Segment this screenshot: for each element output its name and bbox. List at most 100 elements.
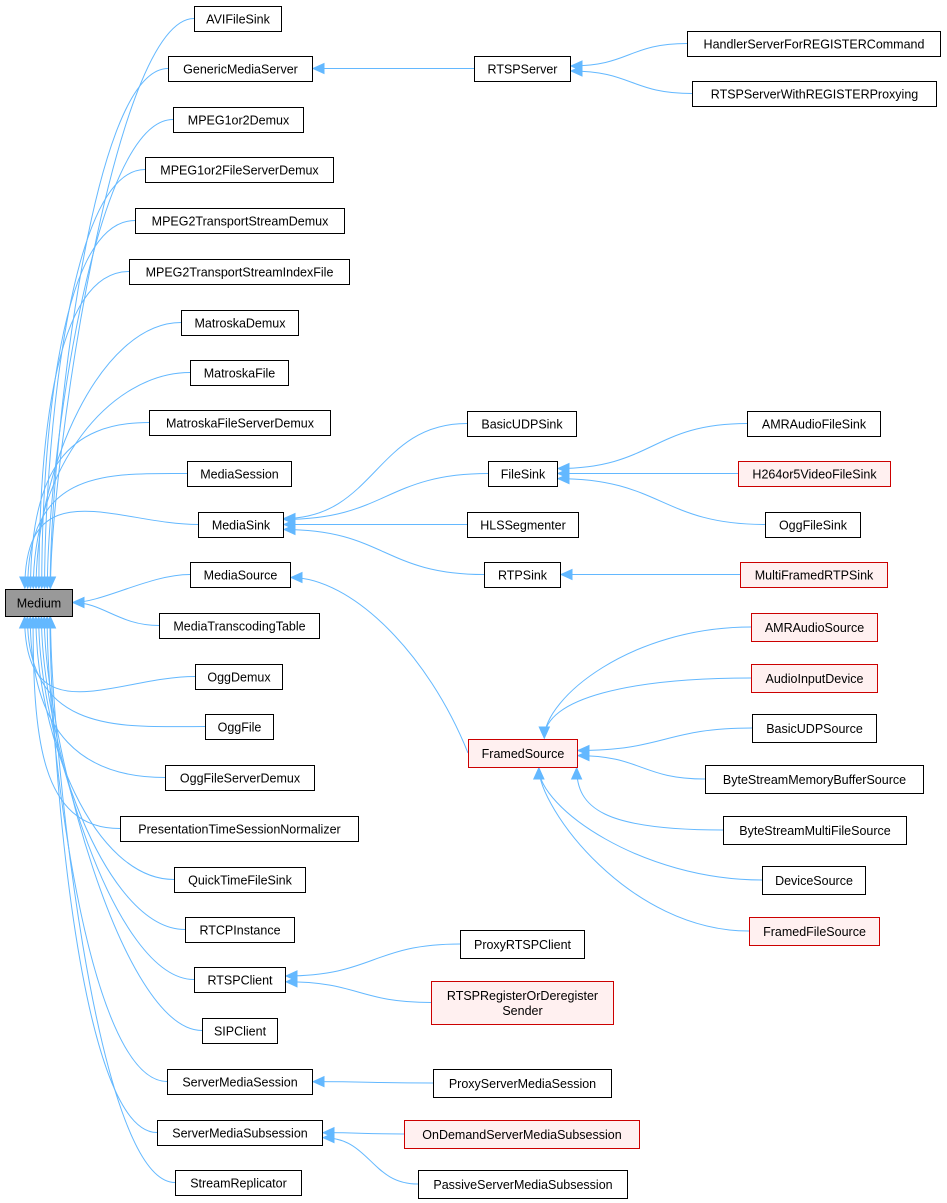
class-node-basic-udp-sink[interactable]: BasicUDPSink — [467, 411, 577, 437]
class-node-stream-replicator[interactable]: StreamReplicator — [175, 1170, 302, 1196]
class-node-avi-file-sink[interactable]: AVIFileSink — [194, 6, 282, 32]
edge-medium-to-matroska-file — [32, 372, 191, 589]
class-node-file-sink[interactable]: FileSink — [488, 461, 558, 487]
class-node-media-session[interactable]: MediaSession — [187, 461, 292, 487]
arrowhead-ogg-file-sink — [556, 472, 570, 485]
edge-framed-source-to-byte-stream-multi-file-source — [576, 767, 724, 831]
class-node-framed-source[interactable]: FramedSource — [468, 739, 578, 768]
arrowhead-audio-input-device — [538, 726, 551, 740]
class-label: MediaSource — [204, 569, 278, 583]
class-node-h264or5-video-file-sink[interactable]: H264or5VideoFileSink — [738, 461, 891, 487]
class-node-hls-segmenter[interactable]: HLSSegmenter — [467, 512, 579, 538]
arrowhead-multi-framed-rtp-sink — [559, 568, 573, 581]
class-label: RTCPInstance — [199, 924, 280, 938]
class-node-matroska-file-server-demux[interactable]: MatroskaFileServerDemux — [149, 410, 331, 436]
class-label: MediaSink — [212, 519, 271, 533]
class-label: RTSPRegisterOrDeregister — [447, 989, 598, 1003]
class-node-quick-time-file-sink[interactable]: QuickTimeFileSink — [174, 867, 306, 893]
class-box — [202, 1018, 278, 1044]
class-node-on-demand-server-media-subsession[interactable]: OnDemandServerMediaSubsession — [404, 1120, 640, 1149]
edge-medium-to-media-sink — [24, 510, 199, 589]
edge-medium-to-matroska-demux — [35, 322, 182, 589]
class-label: ByteStreamMemoryBufferSource — [723, 773, 906, 787]
edge-medium-to-quick-time-file-sink — [35, 616, 175, 880]
class-label: OggFile — [218, 721, 262, 735]
class-label: MatroskaFile — [204, 367, 276, 381]
class-node-medium[interactable]: Medium — [5, 589, 73, 617]
class-label: PassiveServerMediaSubsession — [433, 1178, 612, 1192]
class-node-proxy-server-media-session[interactable]: ProxyServerMediaSession — [433, 1069, 612, 1098]
edge-framed-source-to-device-source — [538, 767, 763, 881]
class-label: OggFileSink — [779, 519, 848, 533]
edge-medium-to-rtsp-client — [40, 616, 195, 980]
edge-framed-source-to-amr-audio-source — [543, 626, 752, 739]
class-node-media-sink[interactable]: MediaSink — [198, 512, 284, 538]
class-label: MPEG2TransportStreamIndexFile — [146, 266, 334, 280]
class-node-rtcp-instance[interactable]: RTCPInstance — [185, 917, 295, 943]
edge-medium-to-ogg-file-server-demux — [29, 616, 166, 778]
class-node-presentation-time-session-normalizer[interactable]: PresentationTimeSessionNormalizer — [120, 816, 359, 842]
class-node-rtsp-server-with-register-proxying[interactable]: RTSPServerWithREGISTERProxying — [692, 81, 937, 107]
class-box — [474, 56, 571, 82]
class-box — [431, 981, 614, 1025]
edge-rtsp-server-to-rtsp-server-with-register-proxying — [570, 70, 693, 94]
class-node-mpeg2-transport-stream-demux[interactable]: MPEG2TransportStreamDemux — [135, 208, 345, 234]
class-node-sip-client[interactable]: SIPClient — [202, 1018, 278, 1044]
class-node-rtsp-client[interactable]: RTSPClient — [194, 967, 286, 993]
class-label: RTSPClient — [207, 974, 273, 988]
class-box — [687, 31, 941, 57]
class-node-ogg-file[interactable]: OggFile — [205, 714, 274, 740]
class-node-audio-input-device[interactable]: AudioInputDevice — [751, 664, 878, 693]
edge-rtsp-server-to-handler-server-for-register-command — [570, 43, 688, 67]
class-node-device-source[interactable]: DeviceSource — [762, 866, 866, 895]
class-box — [468, 739, 578, 768]
class-node-amr-audio-file-sink[interactable]: AMRAudioFileSink — [747, 411, 881, 437]
arrowhead-rtsp-register-or-deregister-sender — [284, 976, 298, 988]
class-node-ogg-file-server-demux[interactable]: OggFileServerDemux — [165, 765, 315, 791]
class-node-matroska-file[interactable]: MatroskaFile — [190, 360, 289, 386]
class-node-media-source[interactable]: MediaSource — [190, 562, 291, 588]
class-box — [135, 208, 345, 234]
class-box — [692, 81, 937, 107]
class-node-server-media-subsession[interactable]: ServerMediaSubsession — [157, 1120, 323, 1146]
edge-medium-to-stream-replicator — [50, 616, 176, 1183]
class-node-matroska-demux[interactable]: MatroskaDemux — [181, 310, 299, 336]
class-node-server-media-session[interactable]: ServerMediaSession — [167, 1069, 313, 1095]
class-box — [194, 6, 282, 32]
class-node-mpeg2-transport-stream-index-file[interactable]: MPEG2TransportStreamIndexFile — [129, 259, 350, 285]
class-node-mpeg1or2-file-server-demux[interactable]: MPEG1or2FileServerDemux — [145, 157, 334, 183]
class-label: PresentationTimeSessionNormalizer — [138, 823, 340, 837]
class-node-mpeg1or2-demux[interactable]: MPEG1or2Demux — [173, 107, 304, 133]
class-node-amr-audio-source[interactable]: AMRAudioSource — [751, 613, 878, 642]
class-node-rtp-sink[interactable]: RTPSink — [484, 562, 561, 588]
class-box — [460, 930, 585, 959]
class-box — [167, 1069, 313, 1095]
class-node-byte-stream-memory-buffer-source[interactable]: ByteStreamMemoryBufferSource — [705, 765, 924, 794]
class-label: OggDemux — [207, 671, 271, 685]
class-node-framed-file-source[interactable]: FramedFileSource — [749, 917, 880, 946]
class-label: MatroskaDemux — [195, 317, 287, 331]
class-box — [740, 562, 888, 588]
class-node-byte-stream-multi-file-source[interactable]: ByteStreamMultiFileSource — [723, 816, 907, 845]
edge-rtsp-client-to-proxy-rtsp-client — [285, 943, 461, 977]
class-node-handler-server-for-register-command[interactable]: HandlerServerForREGISTERCommand — [687, 31, 941, 57]
class-label: AudioInputDevice — [766, 672, 864, 686]
class-box — [149, 410, 331, 436]
class-node-multi-framed-rtp-sink[interactable]: MultiFramedRTPSink — [740, 562, 888, 588]
class-node-proxy-rtsp-client[interactable]: ProxyRTSPClient — [460, 930, 585, 959]
class-node-passive-server-media-subsession[interactable]: PassiveServerMediaSubsession — [418, 1170, 628, 1199]
class-node-rtsp-server[interactable]: RTSPServer — [474, 56, 571, 82]
class-label: DeviceSource — [775, 874, 853, 888]
class-label: BasicUDPSink — [481, 418, 563, 432]
arrowhead-framed-file-source — [533, 766, 545, 780]
class-node-media-transcoding-table[interactable]: MediaTranscodingTable — [159, 613, 320, 639]
edge-media-source-to-framed-source — [290, 577, 469, 754]
class-box — [145, 157, 334, 183]
arrowhead-media-sink — [19, 576, 31, 590]
class-node-ogg-demux[interactable]: OggDemux — [195, 664, 283, 690]
class-node-generic-media-server[interactable]: GenericMediaServer — [168, 56, 313, 82]
class-node-ogg-file-sink[interactable]: OggFileSink — [765, 512, 861, 538]
class-node-basic-udp-source[interactable]: BasicUDPSource — [752, 714, 877, 743]
